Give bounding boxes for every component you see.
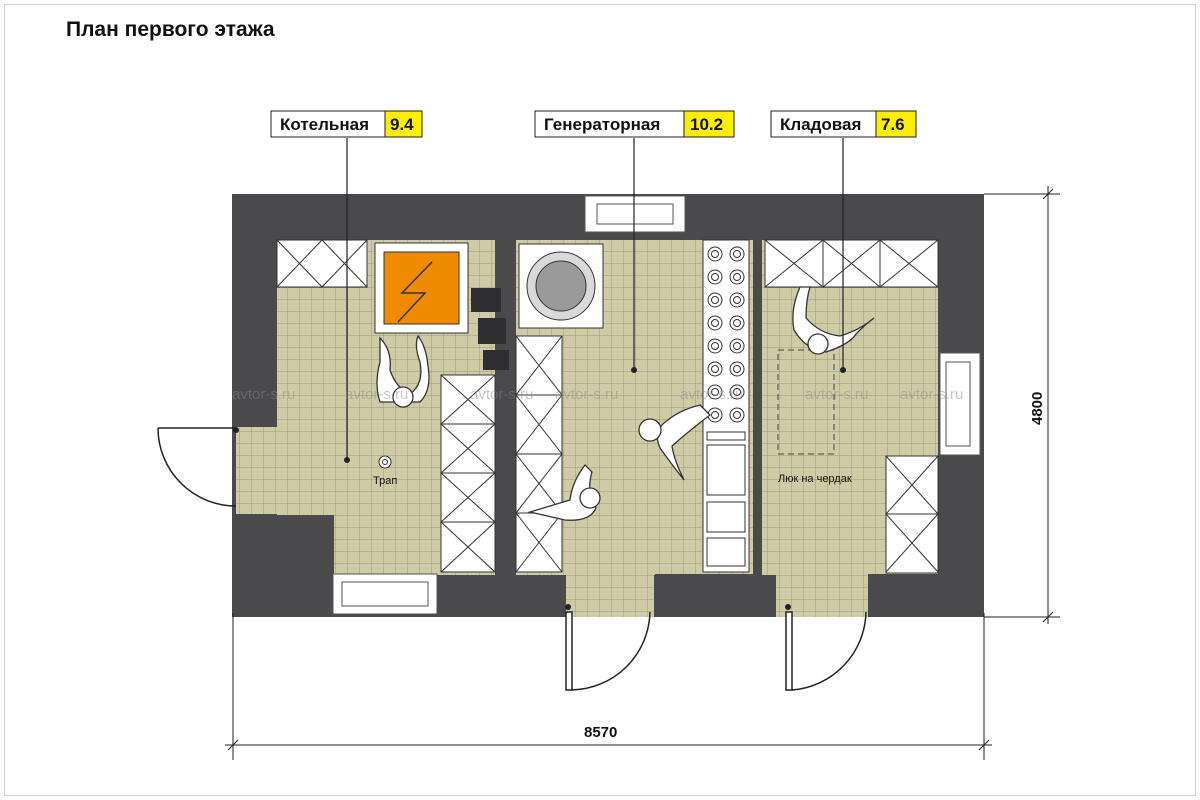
- svg-text:avtor-s.ru: avtor-s.ru: [805, 386, 868, 403]
- room-area: 9.4: [390, 115, 414, 134]
- battery-rack: [702, 239, 750, 573]
- dimension-lines: [225, 186, 1060, 760]
- page-frame: [4, 4, 1196, 796]
- svg-text:avtor-s.ru: avtor-s.ru: [900, 386, 963, 403]
- boiler-room-cabinet-top: [276, 239, 368, 288]
- room-area: 10.2: [690, 115, 723, 134]
- room-label-boiler: Котельная 9.4: [270, 110, 423, 138]
- drain-label: Трап: [373, 475, 397, 487]
- room-name: Генераторная: [544, 115, 660, 134]
- watermark: avtor-s.ru: [232, 386, 295, 403]
- generator-door-opening: [566, 570, 654, 617]
- storage-shelving-top: [764, 239, 939, 288]
- left-door-opening: [236, 427, 280, 514]
- svg-text:avtor-s.ru: avtor-s.ru: [555, 386, 618, 403]
- room-name: Котельная: [280, 115, 369, 134]
- doors: [157, 427, 867, 691]
- storage-door-opening: [776, 570, 868, 617]
- hatch-label: Люк на чердак: [778, 473, 852, 485]
- svg-text:avtor-s.ru: avtor-s.ru: [680, 386, 743, 403]
- room-label-storage: Кладовая 7.6: [770, 110, 917, 138]
- svg-text:avtor-s.ru: avtor-s.ru: [345, 386, 408, 403]
- drain-icon: [378, 455, 392, 469]
- boiler-unit: [374, 242, 469, 334]
- svg-text:avtor-s.ru: avtor-s.ru: [470, 386, 533, 403]
- generator-shelving: [515, 335, 563, 573]
- width-dimension: 8570: [584, 724, 617, 741]
- boiler-room-shelving: [440, 374, 496, 573]
- room-name: Кладовая: [780, 115, 861, 134]
- room-label-generator: Генераторная 10.2: [534, 110, 735, 138]
- storage-shelving-right: [885, 455, 939, 574]
- height-dimension: 4800: [1029, 392, 1046, 425]
- page-title: План первого этажа: [66, 18, 275, 41]
- room-area: 7.6: [881, 115, 905, 134]
- person-figures: [376, 286, 875, 521]
- generator-unit: [518, 243, 604, 329]
